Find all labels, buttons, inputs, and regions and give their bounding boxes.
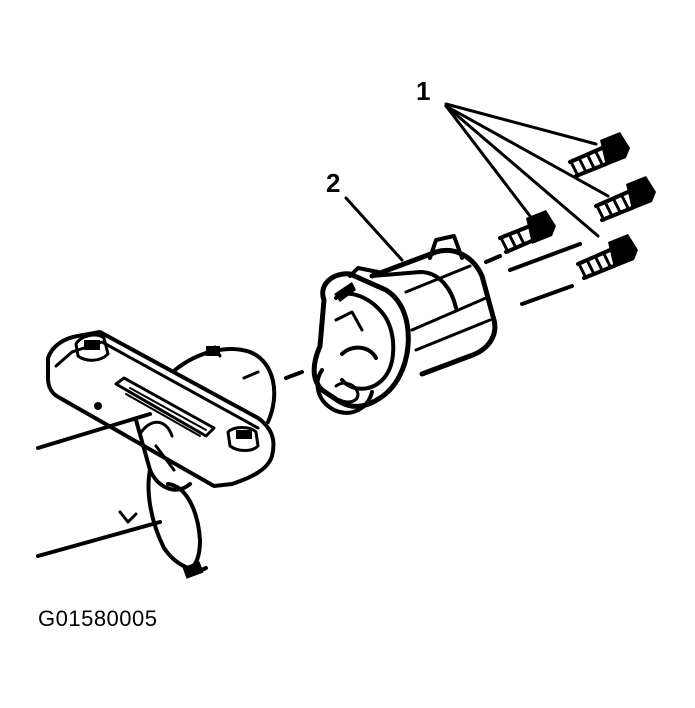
screw-bottom [576,234,638,280]
lock-cylinder-housing [311,234,498,415]
callout-2-label: 2 [326,168,340,198]
callout-2-leader [344,196,404,262]
figure-id: G01580005 [38,606,158,631]
column-housing [36,330,277,579]
screw-middle-left [498,210,556,254]
callout-1-leaders [444,102,610,238]
screw-top [568,132,630,178]
alignment-lines [284,242,582,380]
screw-middle-right [594,176,656,222]
callout-1-label: 1 [416,76,430,106]
